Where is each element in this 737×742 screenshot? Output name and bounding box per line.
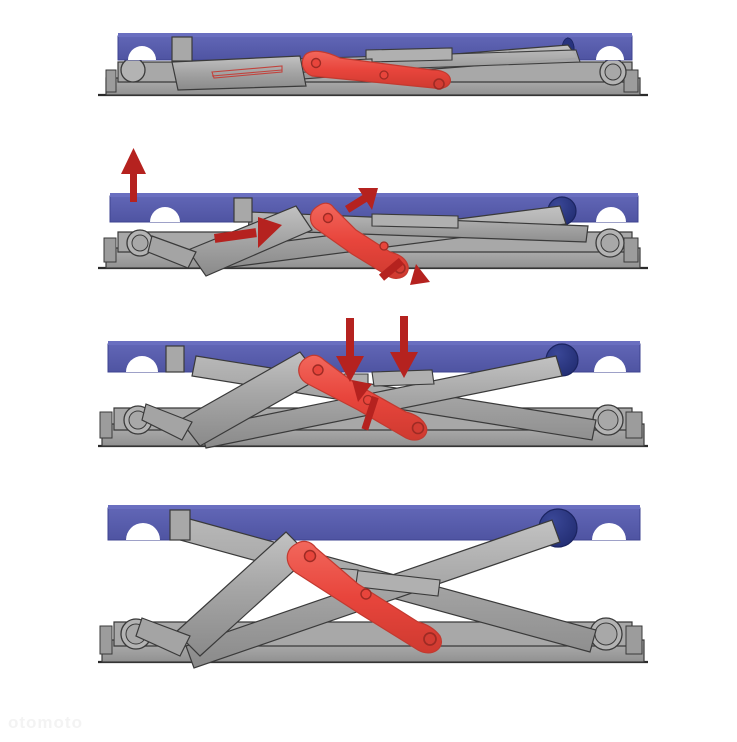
cylinder-extend-arrow-top bbox=[345, 188, 378, 213]
watermark: otomoto bbox=[8, 713, 83, 732]
arm-travel-arrow bbox=[213, 217, 282, 248]
cylinder-pivot-mid bbox=[379, 70, 389, 80]
load-arrow-left bbox=[336, 318, 364, 382]
scissor-arm-short-left bbox=[171, 55, 307, 91]
platform-bracket bbox=[233, 197, 253, 223]
platform-bracket bbox=[169, 509, 191, 541]
cylinder-pivot-rod bbox=[411, 421, 425, 435]
arm-link-left bbox=[135, 617, 191, 657]
cylinder-pivot-top bbox=[303, 549, 317, 563]
cylinder-pivot-top bbox=[310, 57, 322, 69]
top-platform bbox=[107, 505, 641, 541]
arm-link-left bbox=[141, 403, 193, 441]
base-roller-left bbox=[123, 405, 153, 435]
upper-slide-plate bbox=[371, 213, 459, 229]
cylinder-pivot-rod bbox=[423, 632, 437, 646]
cylinder-pivot-top bbox=[322, 212, 334, 224]
cylinder-reaction-arrow bbox=[352, 380, 379, 431]
platform-bracket bbox=[171, 36, 193, 62]
hydraulic-cylinder bbox=[286, 540, 442, 654]
cylinder-extend-arrow-bottom bbox=[378, 257, 430, 285]
arm-link-left bbox=[147, 235, 197, 269]
base-roller-right bbox=[595, 228, 625, 258]
cylinder-pivot-rod bbox=[433, 78, 445, 90]
hydraulic-cylinder bbox=[298, 354, 428, 441]
hydraulic-cylinder bbox=[301, 50, 451, 90]
platform-rise-arrow bbox=[121, 148, 146, 202]
load-arrow-right bbox=[390, 316, 418, 378]
cylinder-pivot-mid bbox=[379, 241, 389, 251]
cylinder-pivot-top bbox=[312, 364, 324, 376]
cylinder-pivot-mid bbox=[360, 588, 372, 600]
base-roller-right bbox=[592, 404, 624, 436]
base-roller-right bbox=[589, 617, 623, 651]
platform-bracket bbox=[165, 345, 185, 373]
